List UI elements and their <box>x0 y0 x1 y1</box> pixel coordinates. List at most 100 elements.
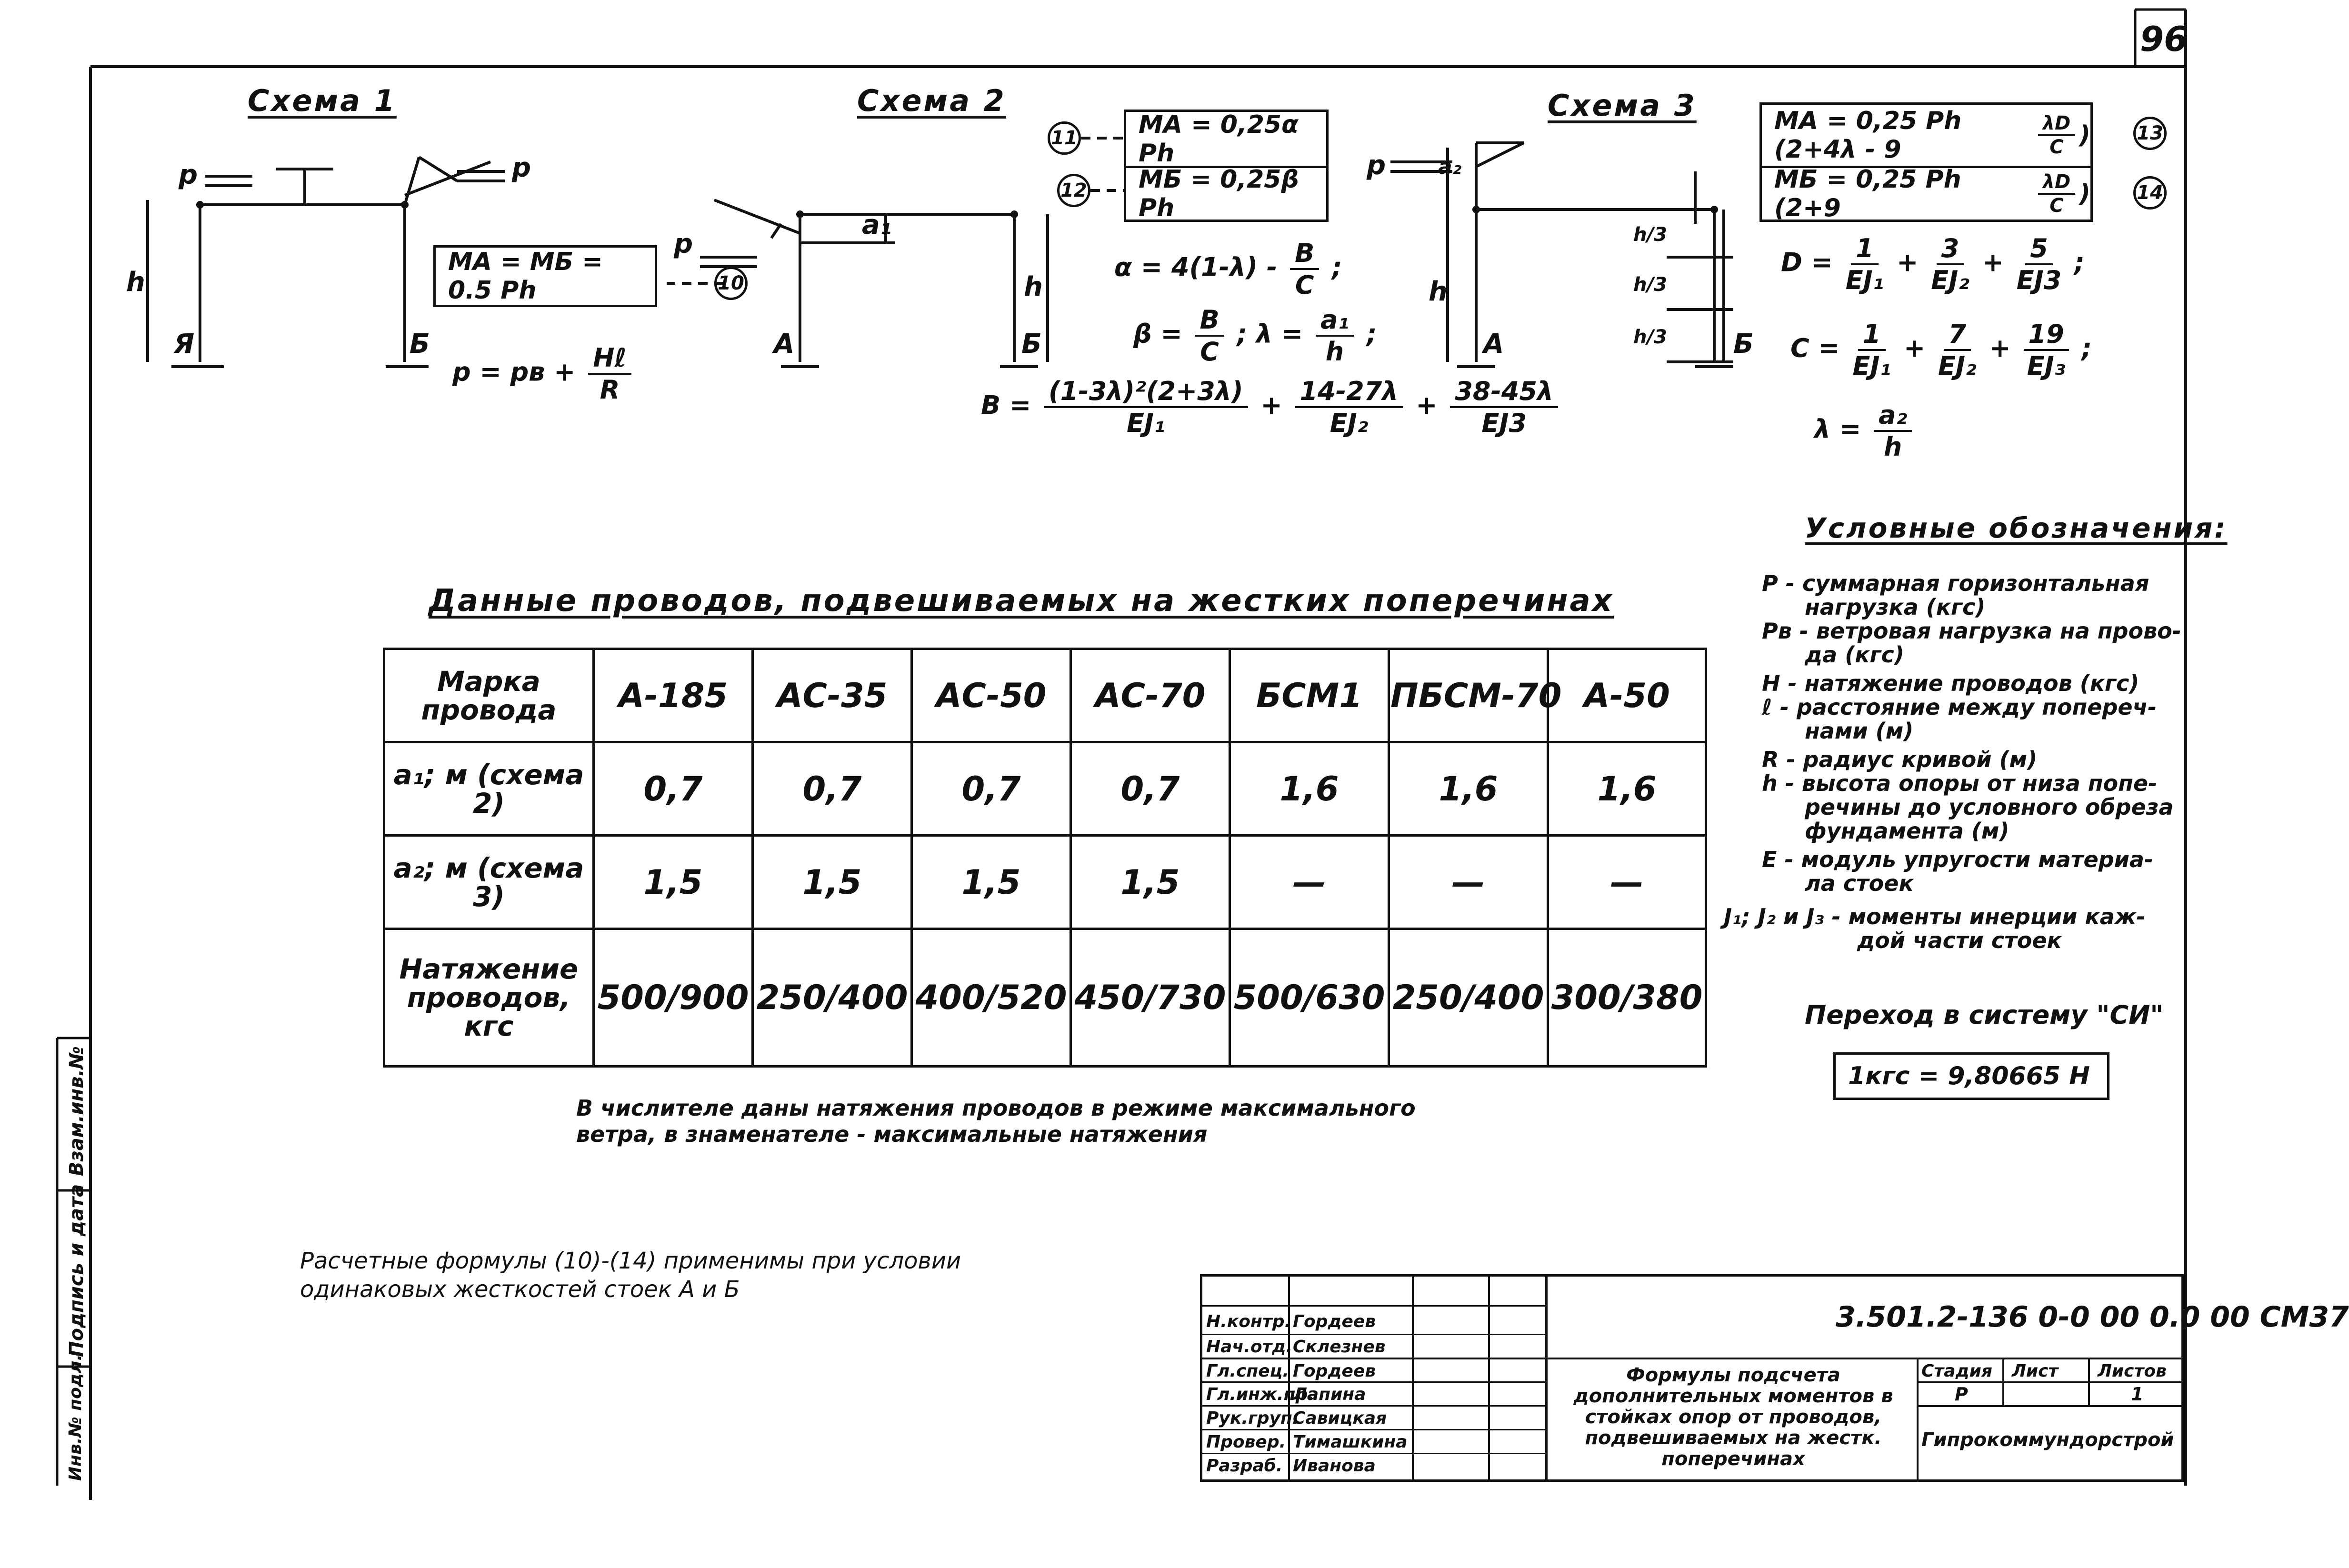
table-cell: 1,6 <box>1547 741 1707 837</box>
role-name: Гордеев <box>1293 1361 1376 1381</box>
formula-13-tail: ) <box>2079 121 2090 150</box>
table-cell: 500/900 <box>592 928 754 1068</box>
beta-num: B <box>1195 305 1224 337</box>
beta-lhs: β = <box>1133 319 1182 349</box>
D-tail: ; <box>2074 247 2085 278</box>
table-cell: 0,7 <box>1070 741 1231 837</box>
header-cell: А-185 <box>592 647 754 744</box>
formula-10-text: MА = MБ = 0.5 Ph <box>448 248 603 305</box>
row-label: a₂; м (схема 3) <box>383 834 595 930</box>
C-t1-den: EJ₁ <box>1852 351 1891 381</box>
title-block-role-row: Рук.груп.Савицкая <box>1202 1407 1545 1430</box>
p-equation-lhs: p = pв + <box>452 357 576 387</box>
header-cell: А-50 <box>1547 647 1707 744</box>
alpha-lhs: α = 4(1-λ) - <box>1114 252 1278 282</box>
legend-line: нами (м) <box>1805 718 1914 744</box>
table-row: a₂; м (схема 3) 1,5 1,5 1,5 1,5 — — — <box>383 834 1707 930</box>
B-t1-den: EJ₁ <box>1127 408 1165 438</box>
title-block: 3.501.2-136 0-0 00 0.0 00 СМ37 Н.контр.Г… <box>1200 1274 2349 1482</box>
beta-tail: ; <box>1366 319 1377 349</box>
sheets-value: 1 <box>2131 1384 2144 1405</box>
legend-line: нагрузка (кгс) <box>1805 594 1986 620</box>
legend-line: Pв - ветровая нагрузка на прово- <box>1762 618 2181 644</box>
scheme3-support-left: А <box>1483 329 1504 360</box>
scheme1-support-right: Б <box>410 329 430 360</box>
scheme3-segment-1: h/3 <box>1633 224 1667 246</box>
beta-den2: h <box>1325 337 1344 367</box>
table-cell: 1,5 <box>1070 834 1231 930</box>
scheme3-support-right: Б <box>1733 329 1754 360</box>
table-cell: 300/380 <box>1547 928 1707 1068</box>
organization: Гипрокоммундорстрой <box>1921 1429 2174 1451</box>
header-cell: АС-70 <box>1070 647 1231 744</box>
table-note-line1: В числителе даны натяжения проводов в ре… <box>576 1095 1416 1121</box>
table-cell: 400/520 <box>910 928 1072 1068</box>
header-cell: АС-50 <box>910 647 1072 744</box>
legend-line: да (кгс) <box>1805 642 1904 668</box>
role-name: Гордеев <box>1293 1312 1376 1331</box>
side-stamp-cell: Подпись и дата <box>66 1184 88 1357</box>
header-cell: Марка провода <box>383 647 595 744</box>
beta-mid: ; λ = <box>1237 319 1303 349</box>
legend-line: H - натяжение проводов (кгс) <box>1762 670 2139 696</box>
beta-num2: a₁ <box>1315 305 1354 337</box>
table-row: a₁; м (схема 2) 0,7 0,7 0,7 0,7 1,6 1,6 … <box>383 741 1707 837</box>
table-cell: 500/630 <box>1229 928 1390 1068</box>
D-t2-den: EJ₂ <box>1931 265 1969 295</box>
D-t2-num: 3 <box>1936 233 1964 265</box>
role-name: Тимашкина <box>1293 1432 1408 1452</box>
header-cell: ПБСМ-70 <box>1388 647 1561 744</box>
table-title: Данные проводов, подвешиваемых на жестки… <box>429 583 1614 619</box>
scheme2-support-left: А <box>774 329 795 360</box>
legend-line: ℓ - расстояние между попереч- <box>1762 694 2157 720</box>
table-cell: 1,6 <box>1229 741 1390 837</box>
title-block-role-row: Провер. Тимашкина <box>1202 1430 1545 1454</box>
formula-14-num: λD <box>2038 171 2076 195</box>
legend-line: E - модуль упругости материа- <box>1762 847 2153 872</box>
row-label: Натяжение проводов, кгс <box>383 928 595 1068</box>
C-t2-den: EJ₂ <box>1938 351 1977 381</box>
scheme3-height-label: h <box>1429 276 1448 307</box>
scheme2-title: Схема 2 <box>857 83 1006 118</box>
C-t2-num: 7 <box>1943 319 1971 351</box>
formula-10-marker: 10 <box>714 267 748 300</box>
scheme1-title: Схема 1 <box>248 83 397 118</box>
formula-12-marker: 12 <box>1057 174 1090 207</box>
title-block-role-row: Нач.отд.Склезнев <box>1202 1335 1545 1359</box>
scheme3-segment-3: h/3 <box>1633 326 1667 348</box>
side-stamp-frame <box>56 1037 92 1486</box>
B-t1-num: (1-3λ)²(2+3λ) <box>1044 376 1248 408</box>
formula-14-lhs: MБ = 0,25 Ph (2+9 <box>1774 165 1961 222</box>
formula-14-tail: ) <box>2079 180 2090 208</box>
formula-11-marker: 11 <box>1048 121 1081 155</box>
alpha-tail: ; <box>1332 252 1342 282</box>
formula-12-box: MБ = 0,25β Ph <box>1124 165 1329 222</box>
role-label: Провер. <box>1206 1432 1286 1452</box>
scheme3-a2-label: a₂ <box>1438 155 1461 179</box>
title-block-role-row: Гл.инж.пр.Лапина <box>1202 1383 1545 1407</box>
role-name: Савицкая <box>1293 1408 1387 1428</box>
role-label: Нач.отд. <box>1206 1337 1293 1357</box>
legend-line: R - радиус кривой (м) <box>1762 747 2038 772</box>
scheme1-load-label: p <box>179 160 198 190</box>
description-line: подвешиваемых на жестк. <box>1585 1427 1882 1449</box>
title-block-description: Формулы подсчета дополнительных моментов… <box>1555 1365 1912 1469</box>
table-cell: 0,7 <box>910 741 1072 837</box>
legend-line: фундамента (м) <box>1805 818 2009 844</box>
scheme1-support-left: Я <box>174 329 195 360</box>
role-label: Н.контр. <box>1206 1312 1291 1331</box>
role-name: Иванова <box>1293 1456 1376 1476</box>
stage-value: Р <box>1955 1384 1968 1405</box>
table-cell: 250/400 <box>1388 928 1549 1068</box>
scheme2-load-label: p <box>674 229 693 260</box>
legend-line: дой части стоек <box>1857 928 2062 953</box>
table-header-row: Марка провода А-185 АС-35 АС-50 АС-70 БС… <box>383 647 1707 744</box>
formula-13-lhs: MА = 0,25 Ph (2+4λ - 9 <box>1774 107 1962 164</box>
formula-11-box: MА = 0,25α Ph <box>1124 110 1329 168</box>
